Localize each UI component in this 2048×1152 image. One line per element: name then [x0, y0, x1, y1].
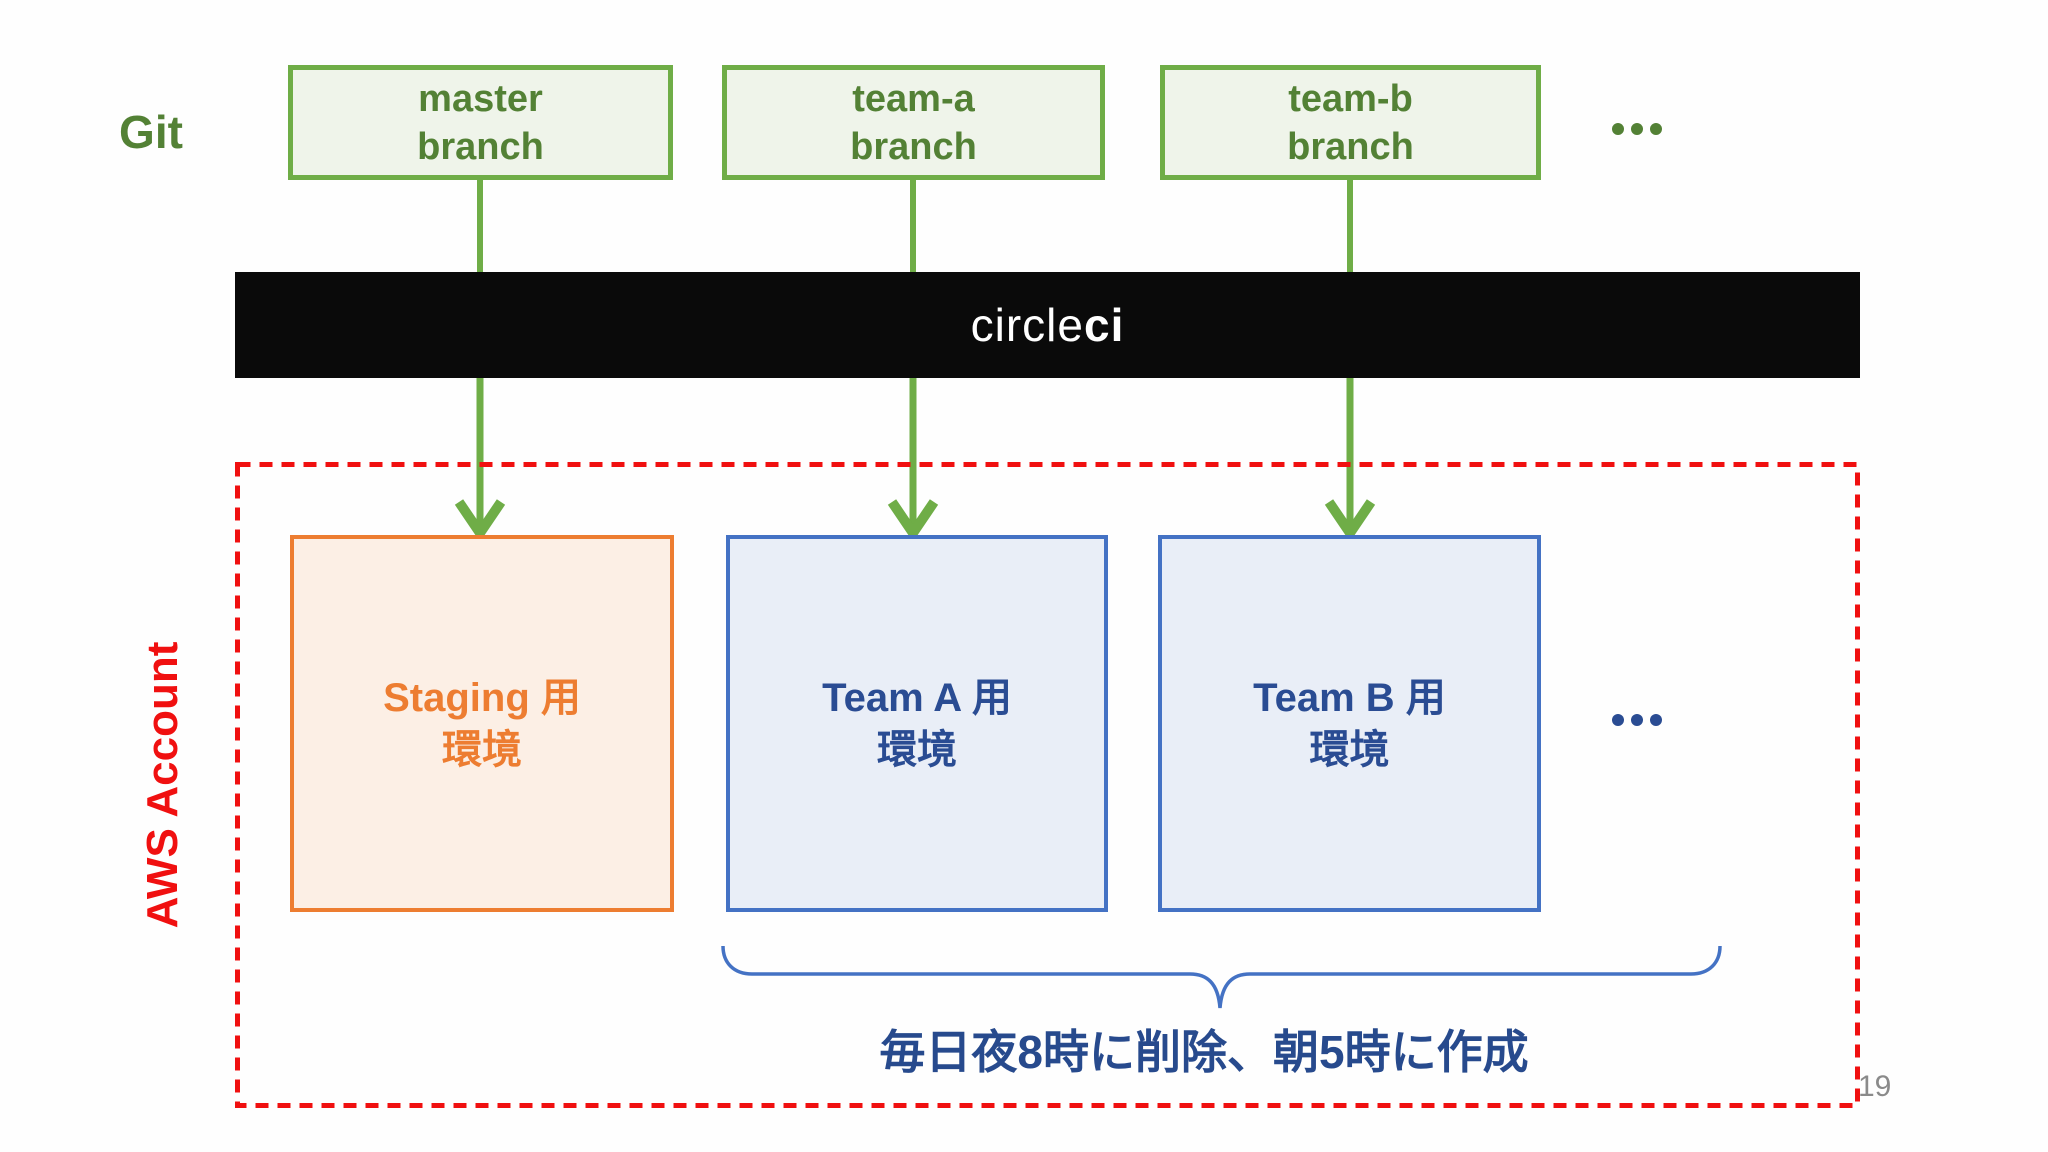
- branch-box-team-a: team-a branch: [722, 65, 1105, 180]
- arrow-ci-to-team-b: [1324, 378, 1376, 542]
- schedule-note: 毎日夜8時に削除、朝5時に作成: [879, 1026, 1529, 1078]
- dot: [1631, 123, 1643, 135]
- schedule-brace: [721, 945, 1722, 1009]
- env-label-line1: Staging 用: [383, 675, 581, 720]
- env-label-line1: Team A 用: [822, 675, 1012, 720]
- branch-label-line2: branch: [1287, 125, 1414, 168]
- arrow-ci-to-staging: [454, 378, 506, 542]
- circleci-logo: circleci: [971, 298, 1125, 352]
- branch-label-line1: team-b: [1288, 77, 1413, 120]
- aws-account-boundary: [235, 462, 1860, 1108]
- branch-label-line1: team-a: [852, 77, 975, 120]
- aws-account-label: AWS Account: [138, 641, 187, 929]
- branch-label-line2: branch: [850, 125, 977, 168]
- dot: [1612, 714, 1624, 726]
- env-box-staging: Staging 用 環境: [290, 535, 674, 912]
- branches-ellipsis-icon: [1612, 123, 1662, 135]
- page-number: 19: [1858, 1070, 1892, 1103]
- branch-box-master: master branch: [288, 65, 673, 180]
- git-section-label: Git: [119, 106, 183, 158]
- env-box-team-a: Team A 用 環境: [726, 535, 1108, 912]
- dot: [1650, 123, 1662, 135]
- circleci-logo-regular: circle: [970, 299, 1084, 351]
- arrow-ci-to-team-a: [887, 378, 939, 542]
- circleci-bar: circleci: [235, 272, 1860, 378]
- env-label-line2: 環境: [442, 727, 522, 772]
- env-box-team-b: Team B 用 環境: [1158, 535, 1541, 912]
- branch-label-line1: master: [418, 77, 543, 120]
- aws-ellipsis-icon: [1612, 714, 1662, 726]
- dot: [1631, 714, 1643, 726]
- env-label-line2: 環境: [1309, 727, 1390, 772]
- dot: [1612, 123, 1624, 135]
- dot: [1650, 714, 1662, 726]
- circleci-logo-bold: ci: [1083, 299, 1125, 351]
- env-label-line2: 環境: [877, 727, 957, 772]
- branch-label-line2: branch: [417, 125, 544, 168]
- env-label-line1: Team B 用: [1253, 675, 1446, 720]
- branch-box-team-b: team-b branch: [1160, 65, 1541, 180]
